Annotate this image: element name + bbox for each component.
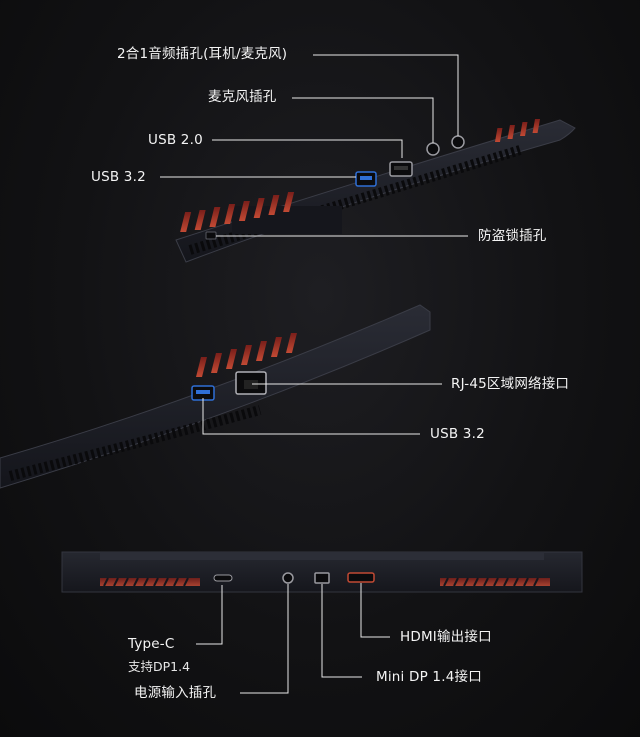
label-mini-dp: Mini DP 1.4接口	[376, 669, 482, 685]
label-typec-note: 支持DP1.4	[128, 659, 191, 674]
right-side-callout-lines	[202, 383, 442, 435]
kensington-lock-icon	[205, 231, 217, 240]
left-side-view	[160, 54, 576, 263]
label-usb20: USB 2.0	[148, 132, 203, 148]
label-usb32-left: USB 3.2	[91, 169, 146, 185]
label-hdmi: HDMI输出接口	[400, 629, 492, 645]
label-typec: Type-C	[128, 636, 175, 652]
label-power-jack: 电源输入插孔	[134, 685, 217, 701]
right-side-bottom-vents	[8, 405, 262, 481]
usb-c-port-icon	[213, 574, 233, 582]
label-audio-combo-jack: 2合1音频插孔(耳机/麦克风)	[117, 46, 288, 62]
mini-displayport-icon	[314, 572, 330, 584]
label-rj45: RJ-45区域网络接口	[451, 376, 570, 392]
label-usb32-right: USB 3.2	[430, 426, 485, 442]
rear-view	[61, 551, 583, 694]
right-side-vent-grille	[196, 333, 297, 377]
left-side-bottom-vents	[188, 145, 522, 255]
label-mic-jack: 麦克风插孔	[208, 89, 277, 105]
rear-callout-lines	[196, 583, 390, 694]
left-side-rear-vents	[494, 119, 541, 142]
mic-jack-icon	[426, 142, 440, 156]
headphone-jack-icon	[451, 135, 465, 149]
left-side-callout-lines	[160, 54, 468, 237]
dc-power-port-icon	[282, 572, 294, 584]
hdmi-port-icon	[347, 572, 375, 583]
label-lock-slot: 防盗锁插孔	[478, 228, 547, 244]
rear-vent-left	[100, 578, 200, 586]
right-side-view	[0, 304, 442, 489]
left-side-vent-grille	[180, 192, 342, 234]
